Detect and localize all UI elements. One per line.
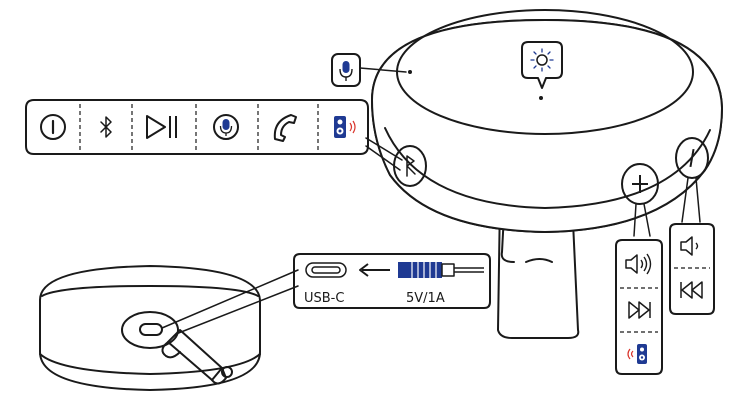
usb-c-port-icon xyxy=(305,262,347,278)
usb-c-plug-icon xyxy=(398,262,484,278)
phone-icon xyxy=(273,114,297,142)
plus-icon xyxy=(632,175,648,193)
volume-down-button xyxy=(675,137,709,179)
arrow-left-icon xyxy=(359,263,390,277)
volume-down-panel xyxy=(669,223,715,315)
speaker-icon xyxy=(334,116,356,138)
bluetooth-play-icon xyxy=(406,155,416,177)
previous-track-icon xyxy=(680,281,703,299)
volume-up-button xyxy=(621,163,659,205)
microphone-icon xyxy=(339,61,353,81)
next-track-icon xyxy=(628,301,651,319)
usb-plug xyxy=(161,329,233,385)
speaker-main xyxy=(371,9,723,339)
microphone-button-icon xyxy=(213,114,239,140)
volume-up-panel xyxy=(615,239,663,375)
multifunction-button xyxy=(393,145,427,187)
control-panel-main xyxy=(25,99,369,155)
led-indicator xyxy=(521,41,563,89)
speaker-side-view xyxy=(39,265,299,391)
volume-down-icon xyxy=(680,236,699,256)
speaker-icon xyxy=(627,344,647,364)
usb-c-label: USB-C xyxy=(304,291,344,306)
power-icon xyxy=(40,114,66,140)
volume-up-icon xyxy=(625,253,652,275)
power-rating-label: 5V/1A xyxy=(406,291,445,306)
light-icon xyxy=(530,48,554,72)
play-pause-icon xyxy=(146,115,177,139)
usb-callout: USB-C 5V/1A xyxy=(293,253,491,309)
microphone-callout xyxy=(331,53,407,87)
minus-icon xyxy=(689,148,695,168)
bluetooth-icon xyxy=(100,116,112,138)
